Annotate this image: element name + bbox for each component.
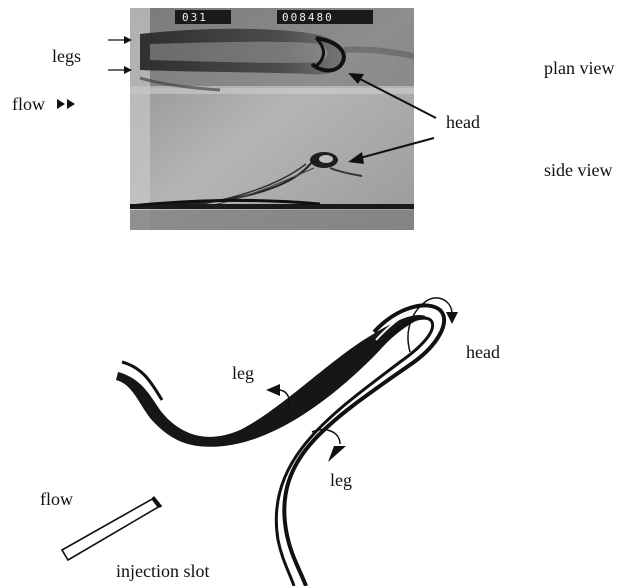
label-injection-slot: injection slot <box>116 561 210 581</box>
injection-slot-shape <box>62 497 161 560</box>
rotation-arrow-head-tip <box>446 312 458 324</box>
head-pointer-arrows <box>348 73 436 164</box>
label-leg-lower: leg <box>330 470 352 490</box>
label-flow-bottom: flow <box>40 489 73 509</box>
rotation-arrow-lower-leg-tip <box>328 446 346 462</box>
rotation-arrow-upper-leg-tip <box>266 384 280 396</box>
label-head-sketch: head <box>466 342 500 362</box>
label-leg-upper: leg <box>232 363 254 383</box>
